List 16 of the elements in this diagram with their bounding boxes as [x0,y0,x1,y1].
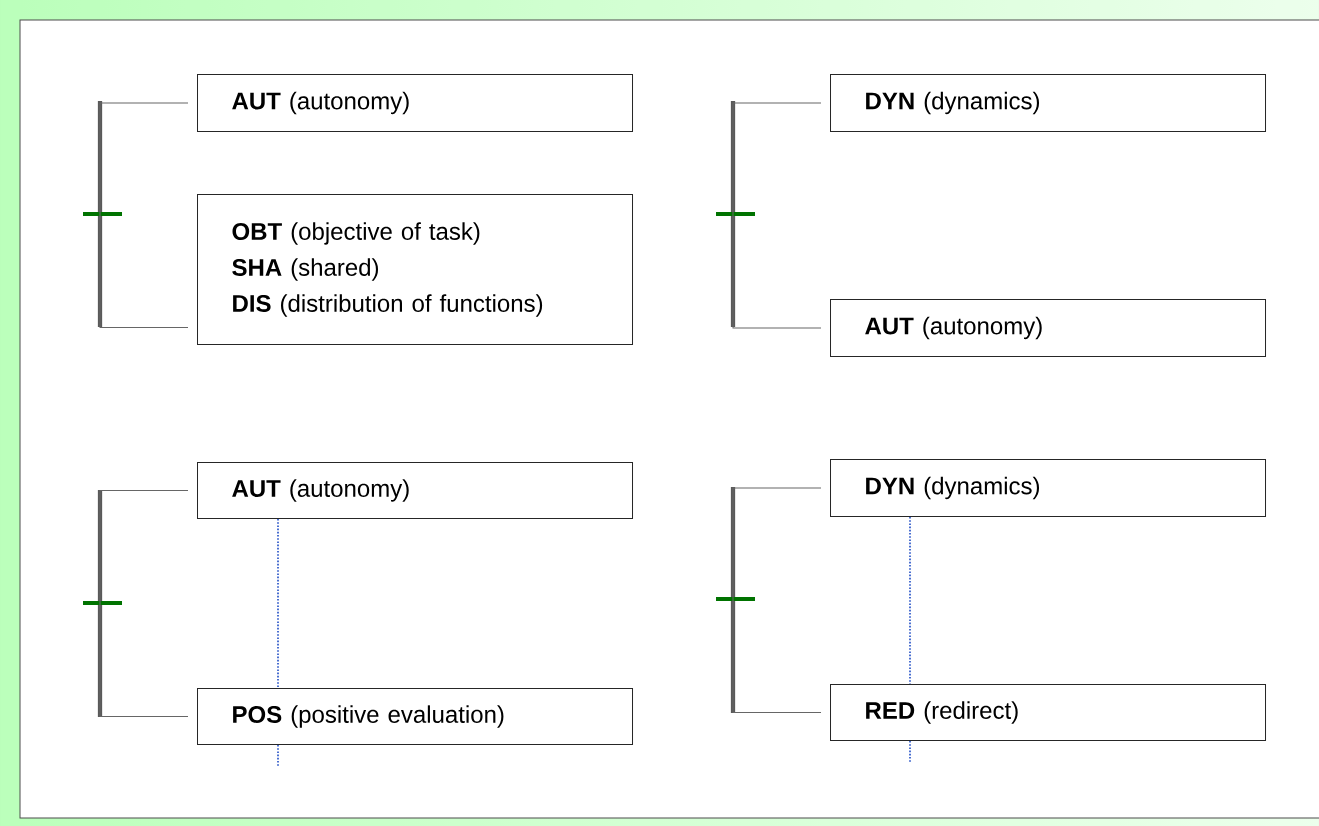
bracket-line [732,487,822,713]
dotted-line [909,740,911,764]
label-box: RED (redirect) [830,684,1266,741]
bracket-line [732,102,822,329]
label-box: AUT (autonomy) [830,299,1266,357]
dotted-line [277,744,279,768]
dotted-line [277,518,279,689]
label-box: POS (positive evaluation) [197,688,633,745]
label-box: DYN (dynamics) [830,74,1266,132]
bracket-line [99,490,189,717]
dotted-line [909,516,911,685]
label-box: OBT (objective of task) SHA (shared) DIS (distribution of functions) [197,194,633,345]
label-box: AUT (autonomy) [197,462,633,519]
label-box: AUT (autonomy) [197,74,633,132]
label-box: DYN (dynamics) [830,459,1266,517]
bracket-line [99,102,189,328]
